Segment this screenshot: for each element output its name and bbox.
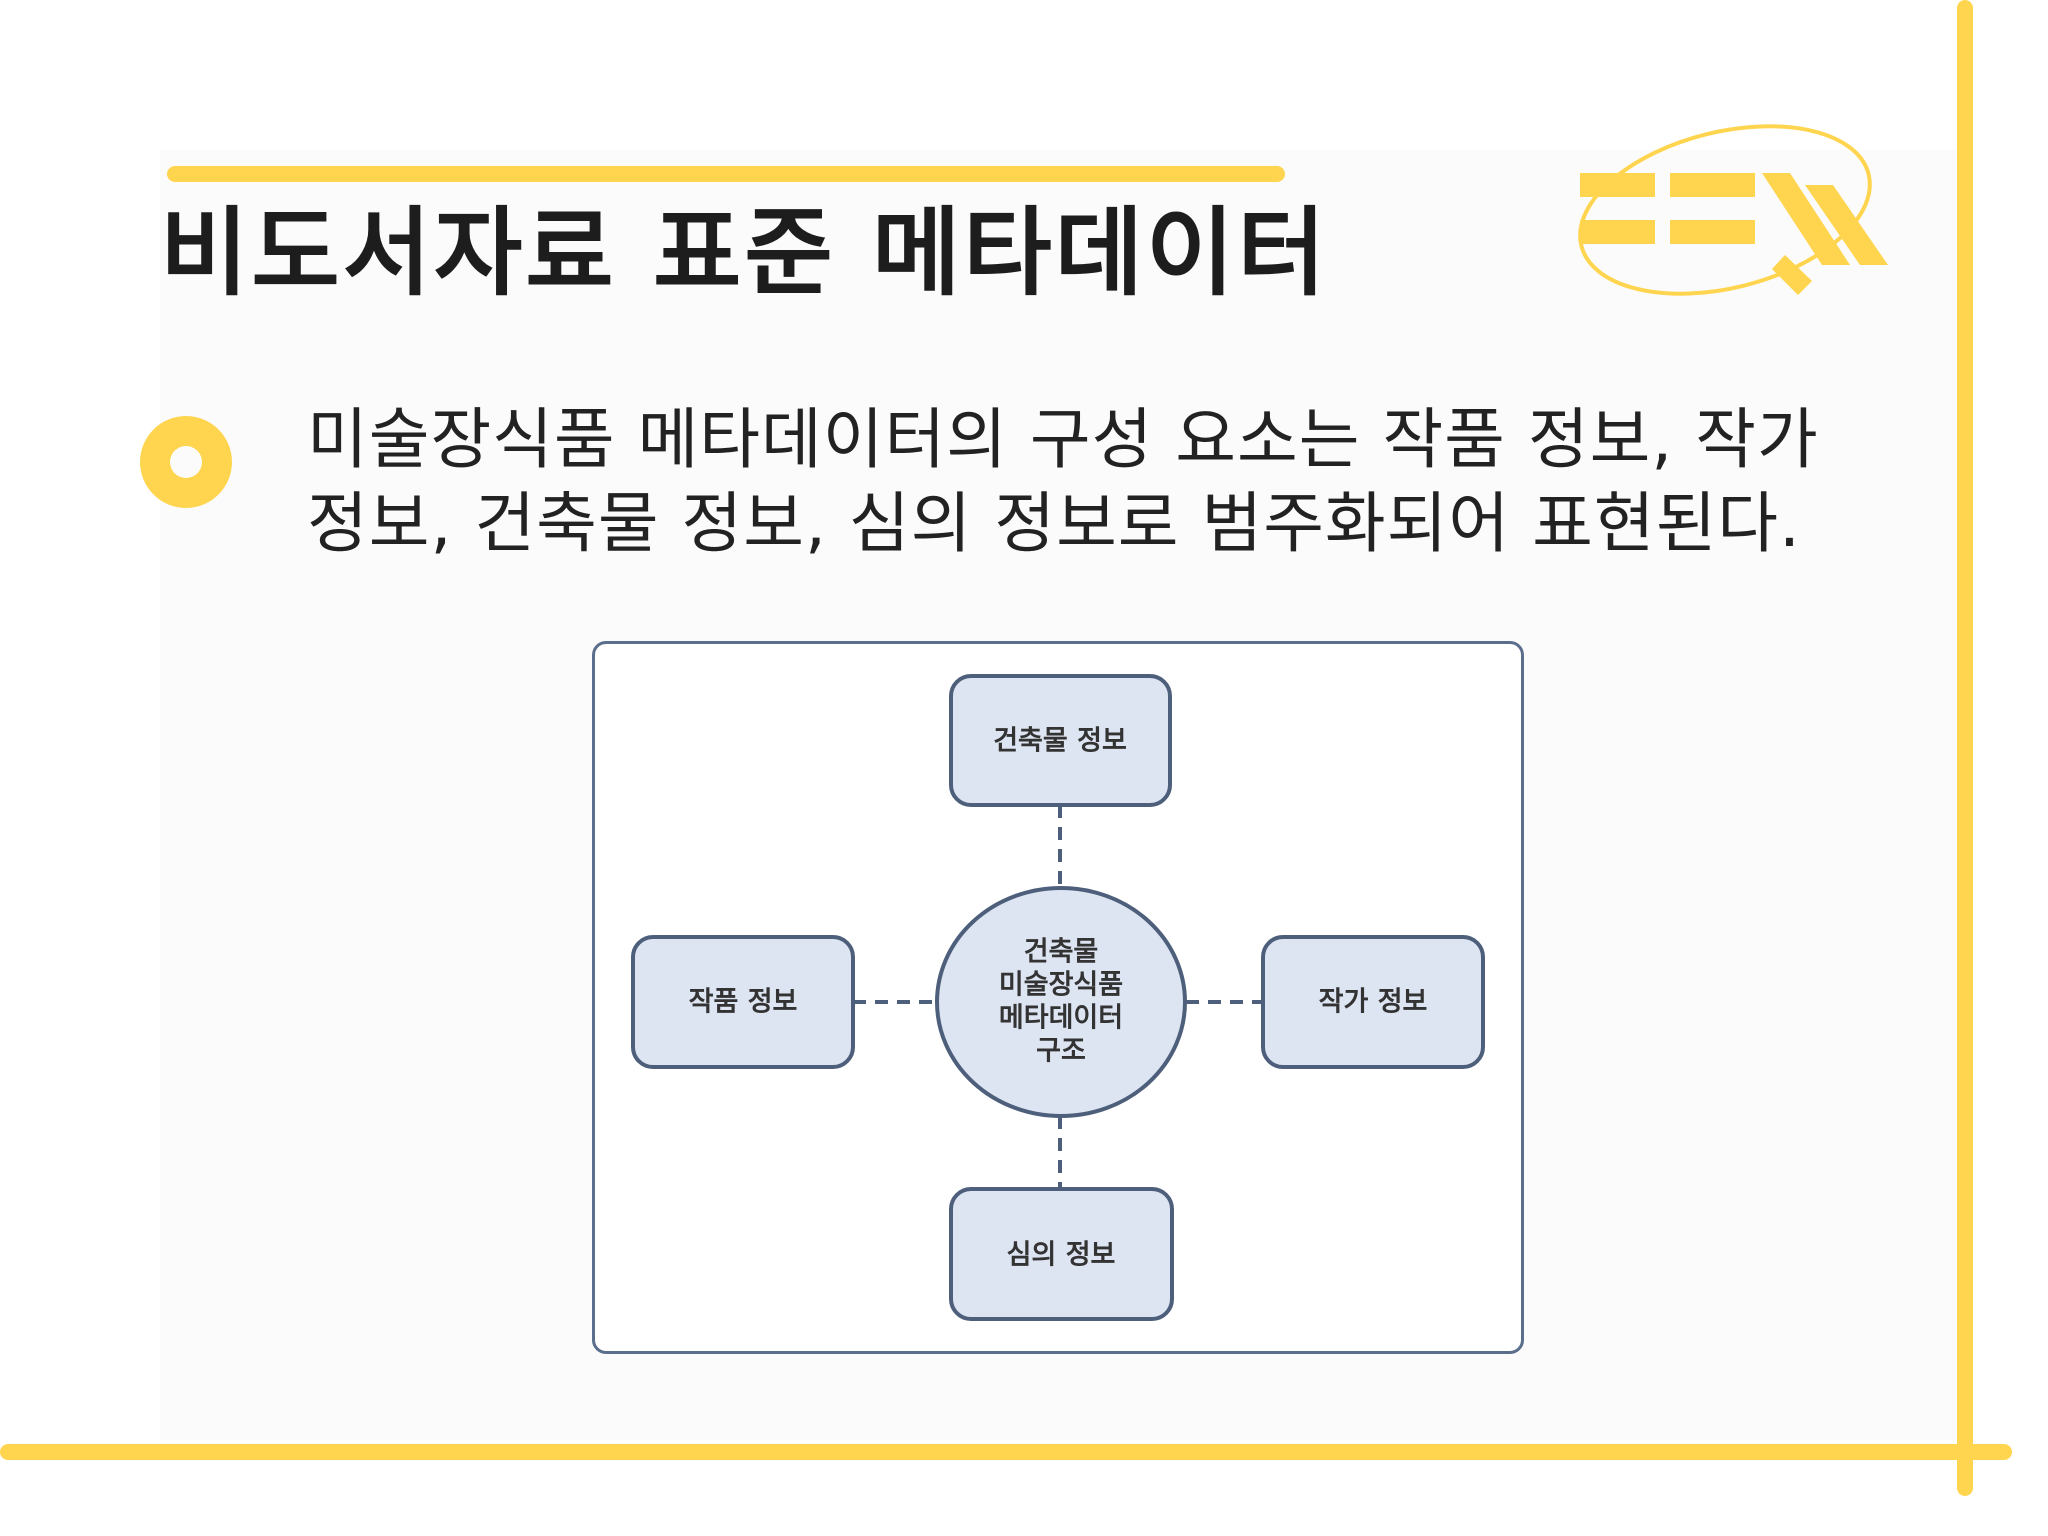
node-top: 건축물 정보 <box>949 674 1172 807</box>
node-right: 작가 정보 <box>1261 935 1485 1069</box>
logo-icon <box>1578 124 1888 296</box>
node-left-label: 작품 정보 <box>689 987 798 1018</box>
center-label-line-4: 구조 <box>1036 1036 1086 1067</box>
bottom-border-line <box>0 1444 2012 1460</box>
page-title: 비도서자료 표준 메타데이터 <box>160 197 1329 309</box>
node-left: 작품 정보 <box>631 935 855 1069</box>
right-border-line <box>1957 0 1973 1496</box>
body-text: 미술장식품 메타데이터의 구성 요소는 작품 정보, 작가 정보, 건축물 정보… <box>307 401 1819 562</box>
center-label-line-3: 메타데이터 <box>999 1003 1123 1034</box>
node-bottom: 심의 정보 <box>949 1187 1174 1321</box>
title-rule <box>167 166 1285 182</box>
node-right-label: 작가 정보 <box>1319 987 1428 1018</box>
center-label-line-1: 건축물 <box>1024 937 1099 968</box>
center-label-line-2: 미술장식품 <box>999 970 1123 1001</box>
bullet-icon <box>140 416 232 508</box>
node-top-label: 건축물 정보 <box>993 726 1127 757</box>
node-center: 건축물 미술장식품 메타데이터 구조 <box>935 886 1187 1118</box>
node-bottom-label: 심의 정보 <box>1007 1240 1116 1271</box>
